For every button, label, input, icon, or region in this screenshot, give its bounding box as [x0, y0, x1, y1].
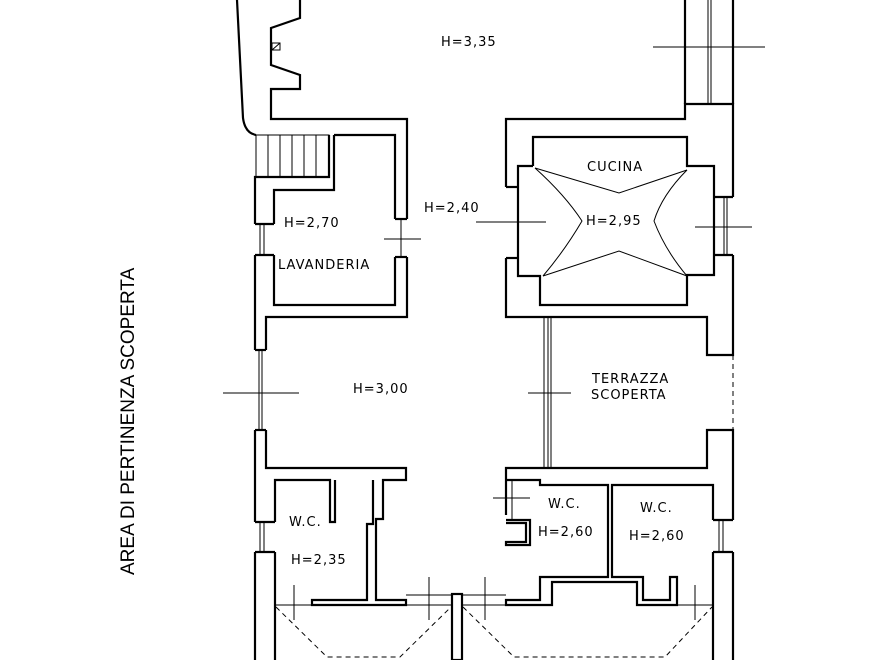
room-labels: H=3,35 H=2,40 H=2,70 LAVANDERIA CUCINA H… — [278, 35, 685, 568]
vault-lines — [534, 167, 688, 277]
small-shaft-icon — [271, 42, 281, 51]
terrazza-label-1: TERRAZZA — [591, 372, 669, 387]
staircase — [255, 134, 330, 178]
wc3-height: H=2,60 — [629, 529, 685, 544]
living-height: H=3,00 — [353, 382, 409, 397]
lavanderia-label: LAVANDERIA — [278, 258, 370, 273]
cucina-label: CUCINA — [587, 160, 643, 175]
lavanderia-height: H=2,70 — [284, 216, 340, 231]
wc2-label: W.C. — [548, 497, 581, 512]
wc1-height: H=2,35 — [291, 553, 347, 568]
cucina-height: H=2,95 — [586, 214, 642, 229]
side-label: AREA DI PERTINENZA SCOPERTA — [118, 267, 139, 575]
wc2-height: H=2,60 — [538, 525, 594, 540]
main-hall-height: H=3,35 — [441, 35, 497, 50]
wc1-label: W.C. — [289, 515, 322, 530]
corridor-height: H=2,40 — [424, 201, 480, 216]
wc3-label: W.C. — [640, 501, 673, 516]
walls — [223, 0, 765, 660]
terrazza-label-2: SCOPERTA — [591, 388, 667, 403]
